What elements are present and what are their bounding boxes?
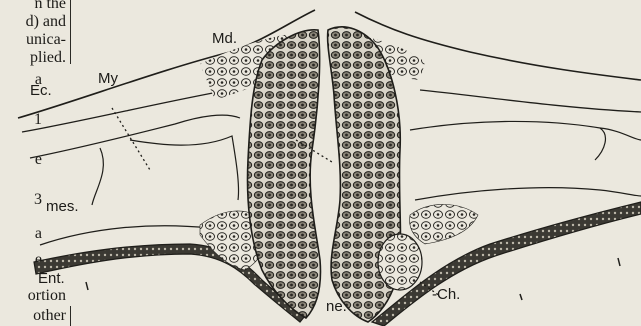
notochord	[378, 234, 422, 290]
label-ch: -Ch.	[432, 286, 460, 303]
label-my: My	[98, 70, 118, 87]
label-ec: Ec.	[30, 82, 52, 99]
neural-tube-wall-left	[248, 30, 321, 318]
label-ent: Ent.	[38, 270, 65, 287]
label-md: Md.	[212, 30, 237, 47]
label-ne: ne.	[326, 298, 347, 315]
label-mes: mes.	[46, 198, 79, 215]
